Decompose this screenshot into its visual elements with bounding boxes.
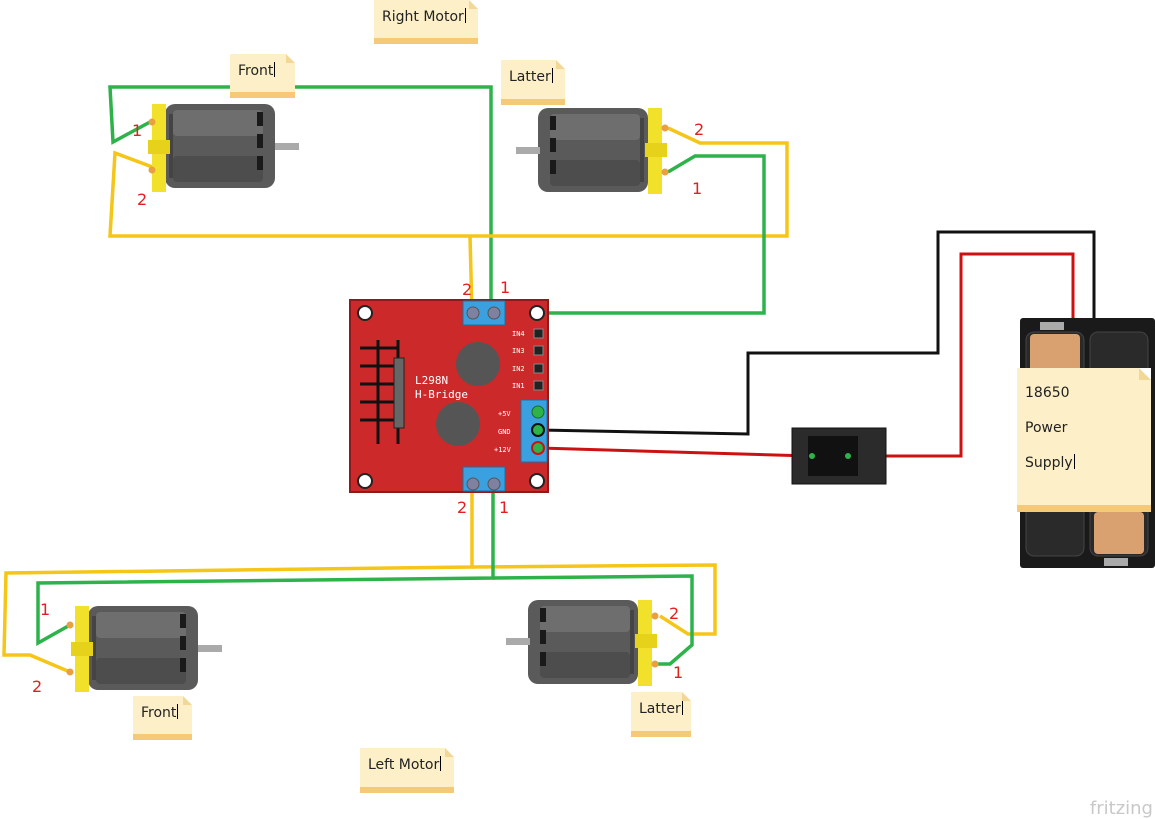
fritzing-watermark: fritzing xyxy=(1089,798,1153,819)
note-text: Latter xyxy=(509,69,551,85)
note-right-motor[interactable]: Right Motor xyxy=(374,0,478,44)
ps-line-2: Power xyxy=(1025,420,1068,436)
note-latter-bottom[interactable]: Latter xyxy=(631,692,691,737)
label-12v: +12V xyxy=(494,446,512,454)
note-text: Front xyxy=(141,705,177,721)
note-text: Right Motor xyxy=(382,9,464,25)
ps-line-3: Supply xyxy=(1025,455,1073,471)
rocker-switch xyxy=(791,427,887,485)
pin-label: 2 xyxy=(137,190,147,209)
note-text: Latter xyxy=(639,701,681,717)
note-latter-top[interactable]: Latter xyxy=(501,60,565,105)
note-power-supply[interactable]: 18650 Power Supply xyxy=(1017,368,1151,512)
pin-label: 1 xyxy=(132,121,142,140)
board-name-line2: H-Bridge xyxy=(415,388,468,401)
pin-label: 1 xyxy=(499,498,509,517)
pin-label: 1 xyxy=(692,179,702,198)
board-name-line1: L298N xyxy=(415,374,448,387)
text-cursor xyxy=(274,62,276,77)
label-5v: +5V xyxy=(498,410,511,418)
motor-left-latter xyxy=(506,600,659,686)
pin-label: 2 xyxy=(462,280,472,299)
label-in3: IN3 xyxy=(512,347,525,355)
text-cursor xyxy=(464,8,466,23)
wire-yellow-bottom-bus xyxy=(2,488,474,674)
label-gnd: GND xyxy=(498,428,511,436)
note-left-motor[interactable]: Left Motor xyxy=(360,748,454,793)
wire-red-12v xyxy=(539,446,811,458)
pin-label: 2 xyxy=(32,677,42,696)
text-cursor xyxy=(1073,454,1075,469)
ps-line-3-row: Supply xyxy=(1025,446,1143,481)
label-in4: IN4 xyxy=(512,330,525,338)
text-cursor xyxy=(681,700,683,715)
motor-right-front xyxy=(148,104,299,192)
note-front-bottom[interactable]: Front xyxy=(133,696,192,740)
text-cursor xyxy=(177,704,179,719)
pin-label: 1 xyxy=(500,278,510,297)
ps-line-1: 18650 xyxy=(1025,385,1070,401)
wire-yellow-bottom-latter xyxy=(471,563,717,636)
text-cursor xyxy=(440,756,442,771)
pin-label: 1 xyxy=(40,600,50,619)
label-in1: IN1 xyxy=(512,382,525,390)
pin-label: 2 xyxy=(694,120,704,139)
note-text: Left Motor xyxy=(368,757,440,773)
label-in2: IN2 xyxy=(512,365,525,373)
l298n-board: L298N H-Bridge IN4 IN3 IN2 IN1 +5V GND +… xyxy=(349,299,549,493)
note-front-top[interactable]: Front xyxy=(230,54,295,98)
motor-right-latter xyxy=(516,108,669,194)
wire-black-gnd xyxy=(539,230,1096,436)
note-text: Front xyxy=(238,63,274,79)
wire-green-top-latter xyxy=(500,154,766,315)
wire-green-top-front xyxy=(108,85,493,313)
wire-green-bottom-bus xyxy=(36,488,495,646)
motor-left-front xyxy=(66,606,222,692)
pin-label: 1 xyxy=(673,663,683,682)
wire-red-switch-to-battery xyxy=(848,252,1075,458)
wire-yellow-top-bus xyxy=(108,126,789,238)
pin-label: 2 xyxy=(669,604,679,623)
wire-green-bottom-latter xyxy=(492,574,694,666)
text-cursor xyxy=(551,68,553,83)
pin-label: 2 xyxy=(457,498,467,517)
